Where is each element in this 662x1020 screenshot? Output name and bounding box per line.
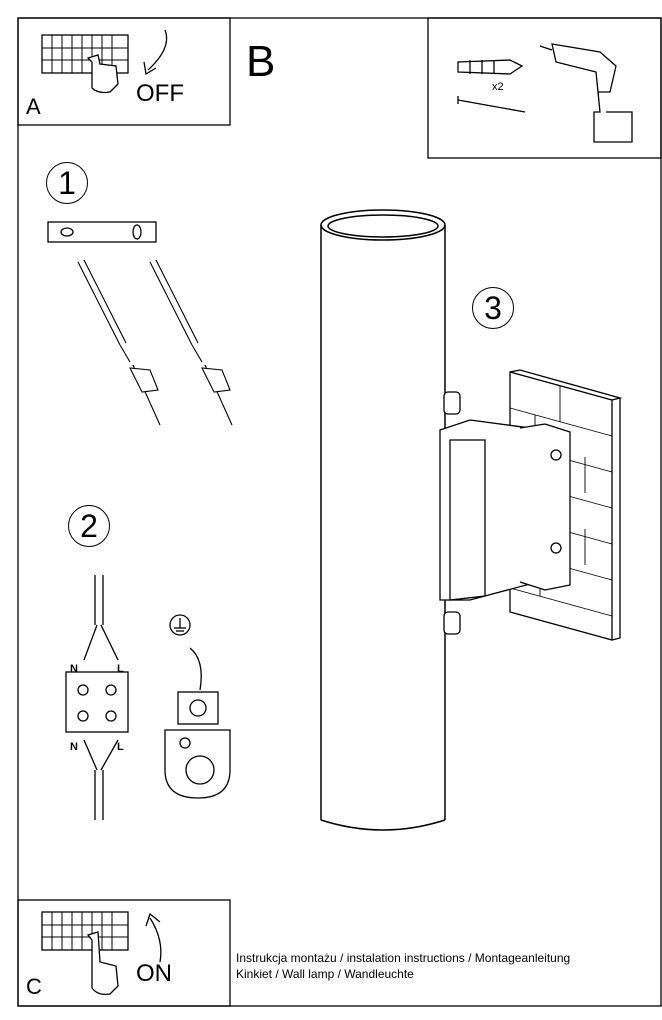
on-label: ON <box>136 960 172 987</box>
ground-terminal-drawing <box>164 614 231 799</box>
wall-lamp-drawing <box>320 209 446 831</box>
breaker-panel-off-icon <box>41 29 168 94</box>
mounting-plate-drawing <box>47 221 157 243</box>
wall-plug-and-screw-icon <box>457 59 526 113</box>
panel-a-letter: A <box>26 94 41 119</box>
neutral-label-top: N <box>70 663 78 675</box>
panel-c-frame <box>17 899 231 1007</box>
neutral-label-bottom: N <box>70 741 78 753</box>
step-2-badge: 2 <box>68 505 110 547</box>
live-label-bottom: L <box>117 741 124 753</box>
step-3-badge: 3 <box>472 287 514 329</box>
panel-a-frame <box>17 17 231 126</box>
tools-frame <box>427 17 662 159</box>
footer-title: Instrukcja montażu / instalation instruc… <box>236 951 571 965</box>
live-label-top: L <box>117 663 124 675</box>
quantity-label: x2 <box>492 81 504 93</box>
outer-frame <box>17 17 662 1007</box>
drill-icon <box>539 43 633 143</box>
wall-bracket-drawing <box>439 369 623 641</box>
terminal-block-drawing <box>65 575 129 820</box>
footer-product: Kinkiet / Wall lamp / Wandleuchte <box>236 967 414 981</box>
panel-c-letter: C <box>26 974 42 999</box>
screw-and-plug-drawing <box>77 259 233 426</box>
step-1-badge: 1 <box>46 162 88 204</box>
panel-b-letter: B <box>246 37 276 86</box>
off-label: OFF <box>136 80 184 107</box>
breaker-panel-on-icon <box>41 911 162 996</box>
